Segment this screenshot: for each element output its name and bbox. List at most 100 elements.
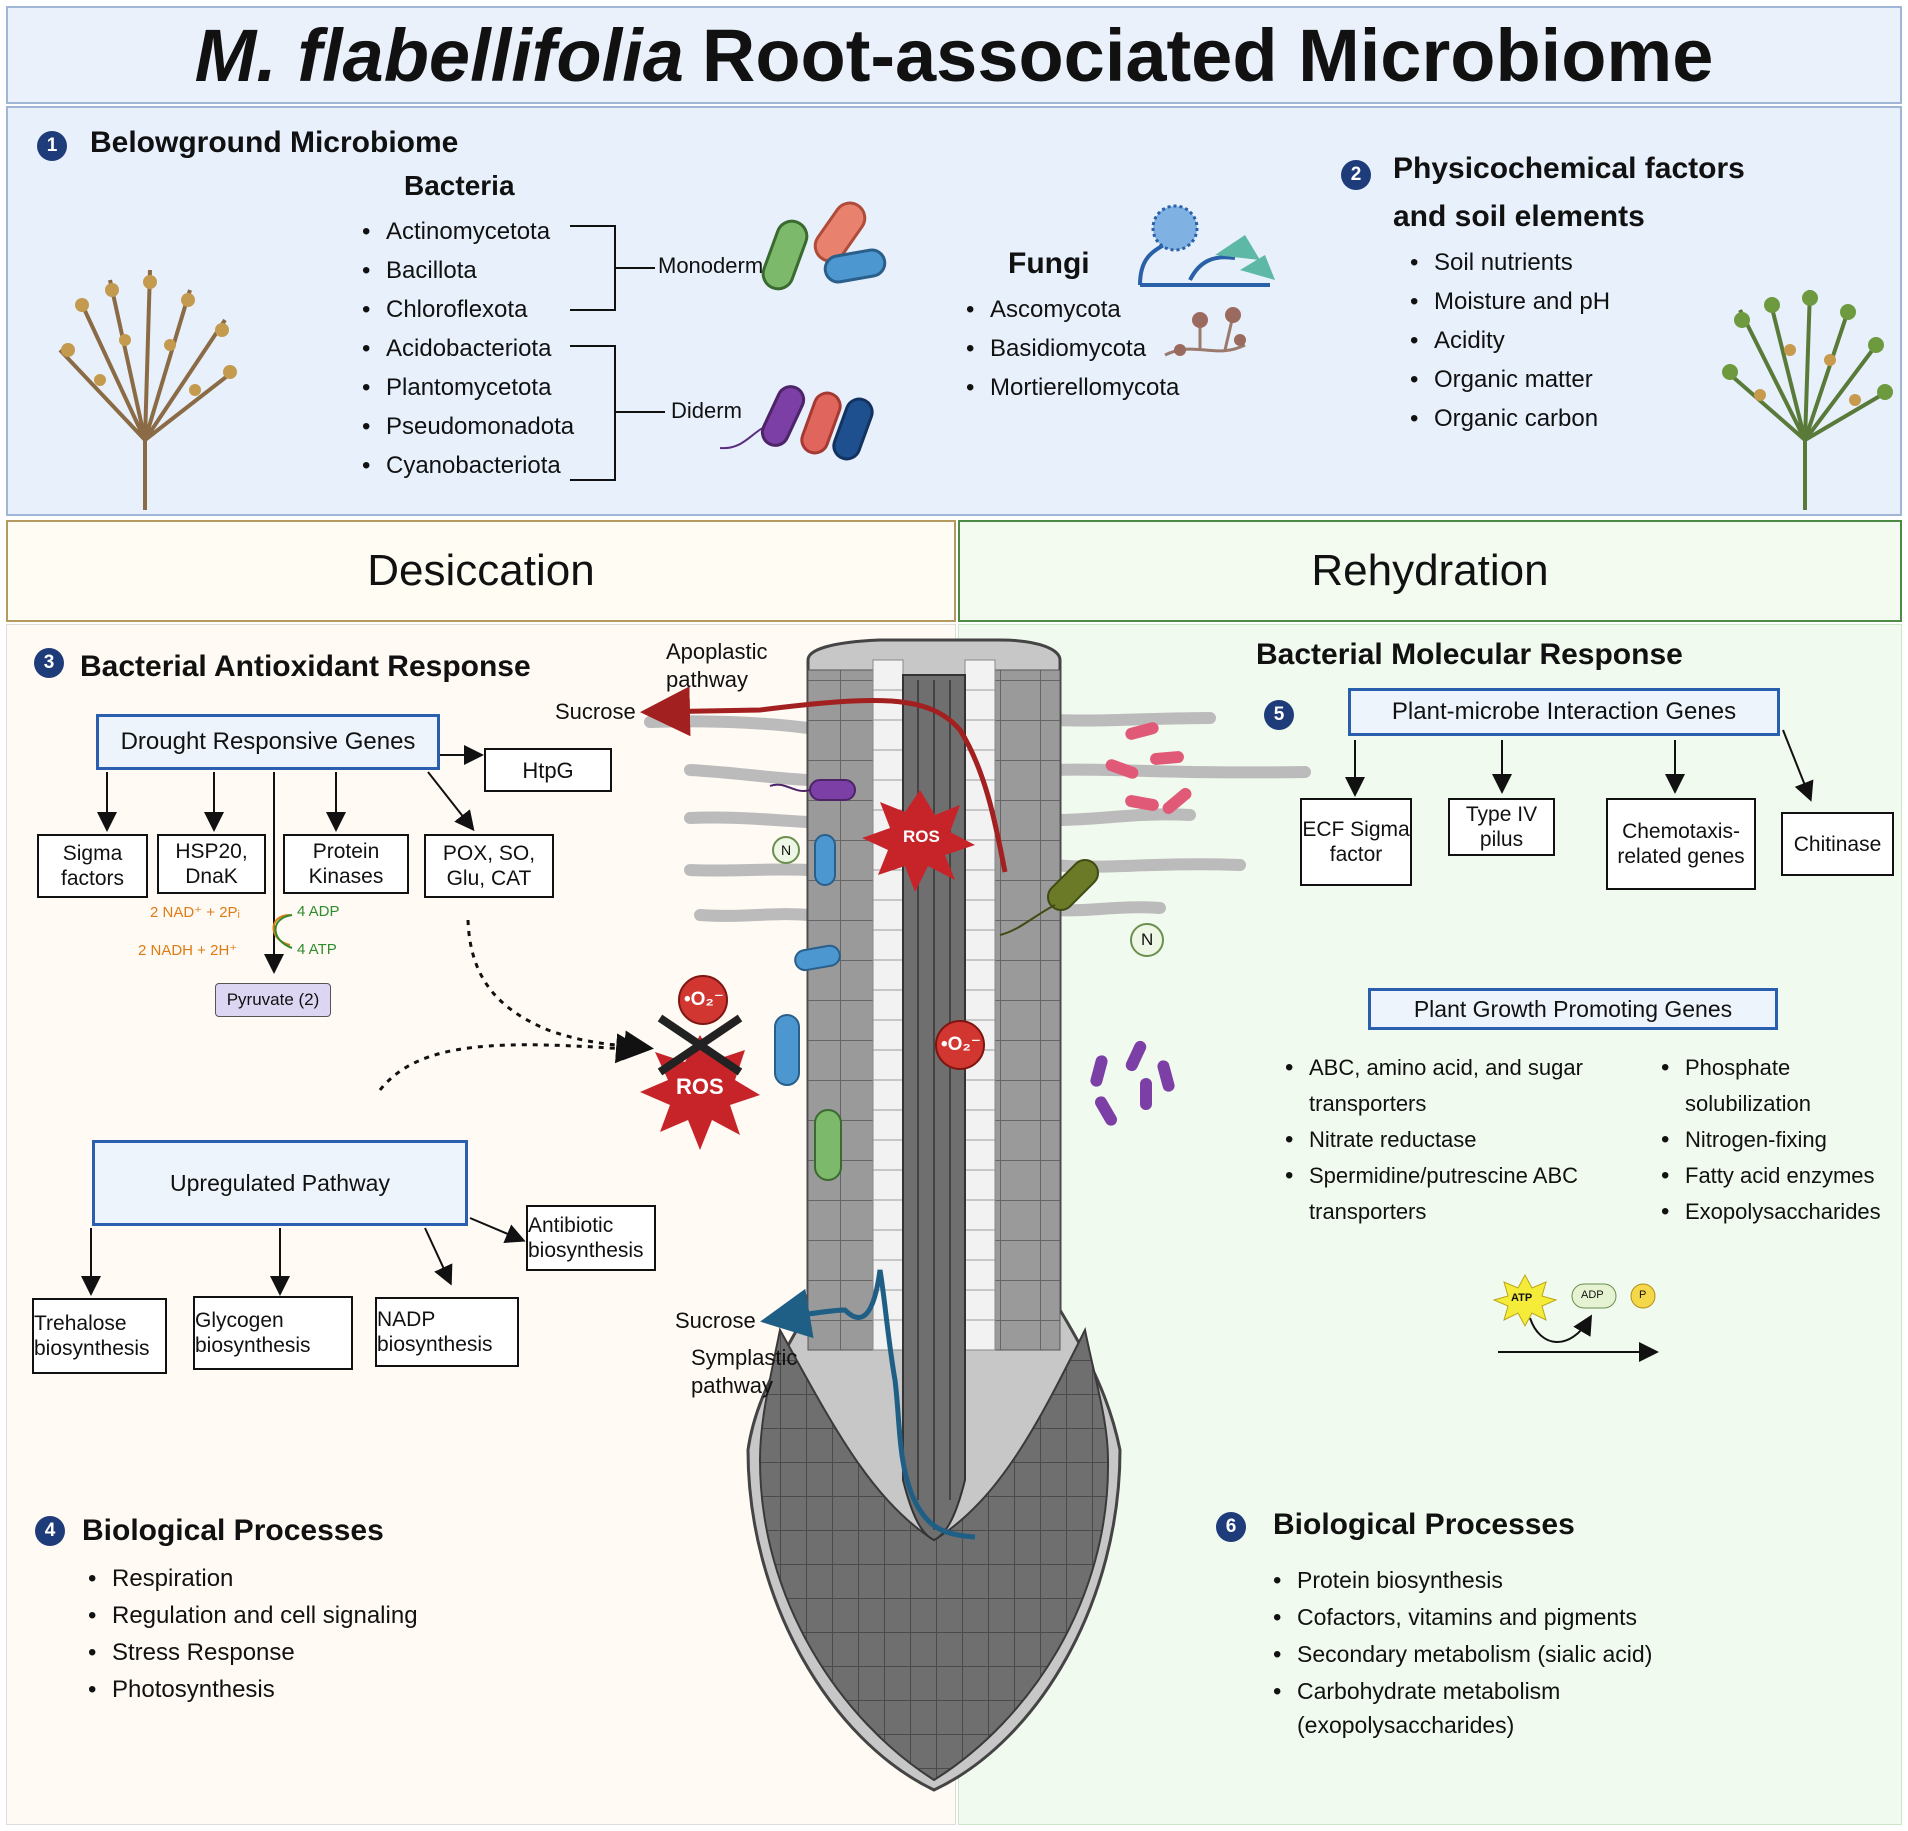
ros-burst-root (862, 790, 975, 892)
list-item: Exopolysaccharides (1657, 1194, 1897, 1230)
belowground-title: Belowground Microbiome (90, 126, 459, 159)
list-item: Plantomycetota (358, 368, 574, 407)
bio-processes-left-title: Biological Processes (82, 1514, 384, 1547)
step-1-badge: 1 (37, 131, 67, 161)
list-item: Carbohydrate metabolism (1269, 1673, 1652, 1710)
glycogen-box: Glycogen biosynthesis (193, 1296, 353, 1370)
nitrogen-icon-right (1130, 923, 1164, 957)
list-item: Regulation and cell signaling (84, 1597, 418, 1634)
list-item: Cofactors, vitamins and pigments (1269, 1599, 1652, 1636)
title-species: M. flabellifolia (194, 13, 684, 97)
antibiotic-box: Antibiotic biosynthesis (526, 1205, 656, 1271)
list-item: Bacillota (358, 251, 574, 290)
list-item: Moisture and pH (1406, 282, 1610, 321)
nadh-label: 2 NADH + 2H⁺ (138, 942, 238, 959)
n-label-left: N (781, 842, 792, 858)
bacteria-label: Bacteria (404, 170, 515, 201)
symplastic-label: Symplastic pathway (691, 1345, 798, 1398)
pgp-right-list: Phosphate solubilization Nitrogen-fixing… (1657, 1050, 1897, 1230)
physicochemical-list: Soil nutrients Moisture and pH Acidity O… (1406, 243, 1610, 438)
pyruvate-box: Pyruvate (2) (215, 983, 331, 1017)
protein-kinases-box: Protein Kinases (283, 834, 409, 894)
superoxide-icon (678, 975, 728, 1025)
antioxidant-title: Bacterial Antioxidant Response (80, 650, 531, 683)
sucrose-bottom-label: Sucrose (675, 1308, 756, 1333)
monoderm-bacteria-icon (761, 201, 887, 291)
bio-processes-right-list: Protein biosynthesis Cofactors, vitamins… (1269, 1562, 1652, 1710)
chemotaxis-box: Chemotaxis-related genes (1606, 798, 1756, 890)
pgp-left-list: ABC, amino acid, and sugar transporters … (1281, 1050, 1621, 1230)
list-item: Soil nutrients (1406, 243, 1610, 282)
list-item: Ascomycota (962, 290, 1179, 329)
step-5-badge: 5 (1264, 700, 1294, 730)
list-item: Fatty acid enzymes (1657, 1158, 1897, 1194)
hsp20-box: HSP20, DnaK (157, 834, 266, 894)
shrub-dry-icon (58, 269, 237, 510)
upregulated-box: Upregulated Pathway (92, 1140, 468, 1226)
diderm-bacteria-icon (719, 385, 874, 461)
bacteria-list: Actinomycetota Bacillota Chloroflexota A… (358, 212, 574, 485)
pox-box: POX, SO, Glu, CAT (424, 834, 554, 898)
adp-label: 4 ADP (297, 903, 340, 920)
bio-processes-right-title: Biological Processes (1273, 1508, 1575, 1541)
ecf-sigma-box: ECF Sigma factor (1300, 798, 1412, 886)
nitrogen-icon (772, 836, 800, 864)
type-iv-pilus-box: Type IV pilus (1448, 798, 1555, 856)
list-item: Mortierellomycota (962, 368, 1179, 407)
list-item: Pseudomonadota (358, 407, 574, 446)
list-item: Secondary metabolism (sialic acid) (1269, 1636, 1652, 1673)
o2-label-root: •O₂⁻ (941, 1034, 981, 1055)
chitinase-box: Chitinase (1781, 812, 1894, 876)
step-2-badge: 2 (1341, 160, 1371, 190)
apoplastic-label: Apoplastic pathway (666, 639, 768, 692)
desiccation-header: Desiccation (6, 520, 956, 622)
fungi-list: Ascomycota Basidiomycota Mortierellomyco… (962, 290, 1179, 407)
list-item: Acidobacteriota (358, 329, 574, 368)
ros-burst-crossed (640, 1014, 760, 1150)
list-item: Acidity (1406, 321, 1610, 360)
nad-label: 2 NAD⁺ + 2Pᵢ (150, 904, 240, 921)
list-item: Protein biosynthesis (1269, 1562, 1652, 1599)
list-item: Photosynthesis (84, 1671, 418, 1708)
fungi-icon (1138, 204, 1275, 357)
sucrose-top-label: Sucrose (555, 699, 636, 724)
bio-processes-left-list: Respiration Regulation and cell signalin… (84, 1560, 418, 1708)
fungi-label: Fungi (1008, 247, 1090, 280)
list-item: Cyanobacteriota (358, 446, 574, 485)
adp-icon-label: ADP (1581, 1289, 1604, 1301)
p-icon-label: P (1639, 1289, 1647, 1301)
title-text: Root-associated Microbiome (701, 13, 1714, 97)
bio-processes-right-continuation: (exopolysaccharides) (1297, 1712, 1515, 1738)
step-3-badge: 3 (34, 648, 64, 678)
physicochemical-title-2: and soil elements (1393, 200, 1645, 233)
step-4-badge: 4 (35, 1516, 65, 1546)
pgp-genes-box: Plant Growth Promoting Genes (1368, 988, 1778, 1030)
root-illustration (640, 638, 1311, 1792)
drought-genes-box: Drought Responsive Genes (96, 714, 440, 770)
monoderm-label: Monoderm (658, 253, 764, 278)
shrub-green-icon (1722, 289, 1893, 510)
list-item: Organic carbon (1406, 399, 1610, 438)
list-item: Nitrate reductase (1281, 1122, 1621, 1158)
list-item: Chloroflexota (358, 290, 574, 329)
o2-label-left: •O₂⁻ (684, 989, 724, 1010)
list-item: Actinomycetota (358, 212, 574, 251)
atp-label: 4 ATP (297, 941, 337, 958)
list-item: Nitrogen-fixing (1657, 1122, 1897, 1158)
atp-reaction-icon (1492, 1273, 1659, 1362)
htpg-box: HtpG (484, 748, 612, 792)
plant-microbe-genes-box: Plant-microbe Interaction Genes (1348, 688, 1780, 736)
ros-label-root: ROS (903, 827, 940, 846)
ros-label-crossed: ROS (676, 1074, 724, 1099)
superoxide-icon-root (935, 1020, 985, 1070)
list-item: Spermidine/putrescine ABC transporters (1281, 1158, 1621, 1230)
list-item: Respiration (84, 1560, 418, 1597)
list-item: Phosphate solubilization (1657, 1050, 1897, 1122)
molecular-response-title: Bacterial Molecular Response (1256, 638, 1683, 671)
list-item: Organic matter (1406, 360, 1610, 399)
trehalose-box: Trehalose biosynthesis (32, 1298, 167, 1374)
root-bacteria-icons (769, 722, 1192, 1181)
title-bar: M. flabellifolia Root-associated Microbi… (6, 6, 1902, 104)
list-item: Stress Response (84, 1634, 418, 1671)
